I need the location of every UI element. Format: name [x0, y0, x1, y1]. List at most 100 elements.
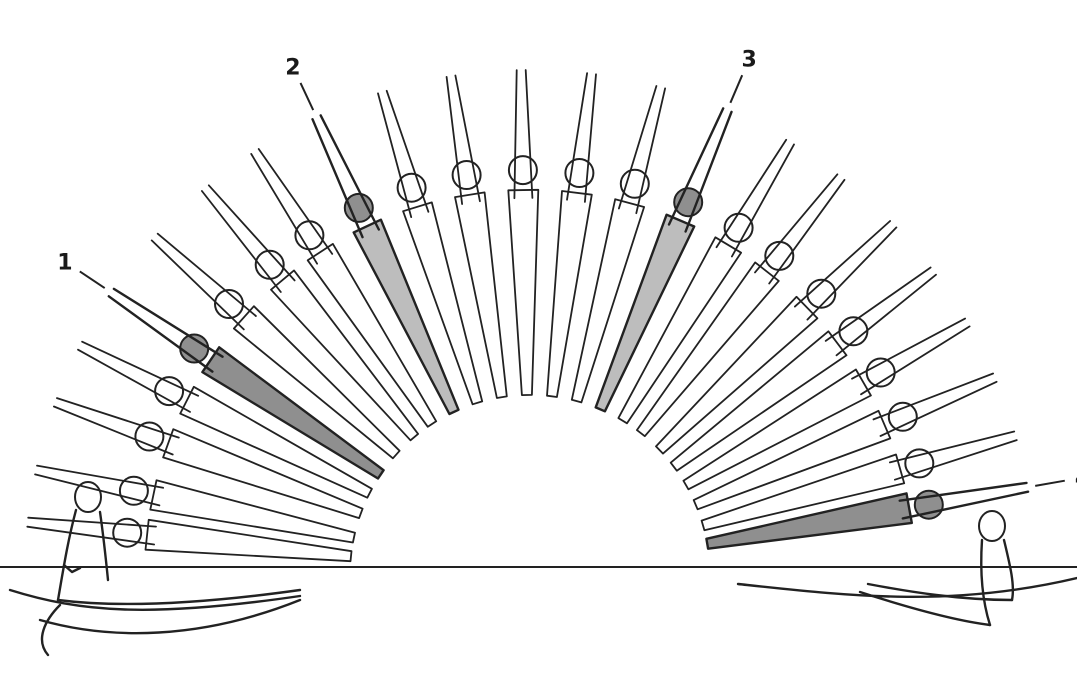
arm [618, 85, 658, 210]
body-outline [682, 368, 872, 491]
ghost-figure [445, 74, 508, 399]
mat-right [736, 576, 1077, 599]
arm [250, 152, 319, 265]
arm [377, 92, 413, 219]
arm [715, 138, 788, 249]
arm [566, 72, 588, 201]
marker-tick [1035, 479, 1065, 487]
body-outline [546, 190, 593, 398]
key-figure-layer [107, 107, 1030, 550]
head [134, 421, 165, 452]
body-outline [570, 198, 645, 404]
marker-layer: 1 2 3 4 [57, 48, 1077, 492]
arm [27, 516, 157, 528]
ghost-figure [200, 184, 419, 442]
arm [53, 405, 174, 456]
arm [824, 266, 932, 342]
body-outline [454, 191, 508, 399]
arm [684, 110, 733, 233]
ghost-figure [700, 430, 1018, 532]
ghost-figure [682, 317, 971, 491]
arm [894, 439, 1018, 481]
arm [851, 317, 966, 380]
body-outline [233, 305, 401, 460]
arm [56, 397, 180, 439]
ghost-figure [692, 372, 998, 511]
body-outline [507, 188, 540, 396]
head [806, 278, 837, 309]
body-outline [149, 479, 356, 544]
arm [731, 143, 795, 258]
body-outline [617, 236, 742, 425]
arm [835, 273, 937, 357]
key-figure-3 [594, 107, 733, 413]
arm [901, 490, 1030, 520]
body-outline [594, 213, 696, 413]
head [507, 155, 538, 186]
ghost-figure [669, 266, 937, 472]
body-outline [179, 385, 373, 499]
arm [77, 348, 191, 413]
end-seated-figure [858, 510, 1015, 627]
body-outline [669, 330, 848, 472]
ghost-figure-layer [26, 69, 1018, 563]
marker-label: 1 [57, 250, 72, 275]
arm [768, 178, 846, 285]
body-outline [201, 346, 385, 480]
ghost-figure [617, 138, 795, 425]
marker-4: 4 [1035, 467, 1077, 492]
ghost-figure [34, 464, 356, 544]
arm [26, 525, 156, 546]
arm [319, 114, 380, 231]
arm [889, 430, 1016, 464]
body-outline [402, 201, 484, 406]
marker-3: 3 [729, 48, 757, 104]
ghost-figure [150, 232, 401, 460]
arm [860, 325, 971, 396]
ghost-figure [655, 220, 898, 455]
arm [872, 372, 994, 421]
marker-label: 3 [742, 48, 757, 73]
head [904, 448, 935, 479]
marker-1: 1 [57, 250, 106, 289]
start-seated-figure [38, 481, 302, 657]
body-outline [692, 409, 892, 511]
arm [385, 89, 430, 213]
head [214, 289, 244, 319]
mat-left [8, 588, 302, 611]
ghost-figure [636, 173, 846, 438]
ghost-figure [570, 85, 666, 404]
arm [34, 473, 161, 507]
arm [454, 74, 481, 203]
body-outline [655, 295, 819, 455]
body-outline [306, 243, 438, 428]
ghost-figure [250, 148, 438, 428]
body-outline [270, 269, 419, 442]
marker-2: 2 [285, 56, 315, 111]
body-outline [636, 261, 780, 438]
arm [898, 481, 1028, 502]
arm [806, 226, 898, 321]
arm [112, 287, 224, 358]
marker-tick [729, 74, 744, 104]
body-outline [162, 428, 364, 519]
body-outline [700, 453, 906, 532]
arm [445, 76, 464, 205]
arm [207, 184, 296, 282]
ghost-figure [26, 516, 353, 563]
head [154, 376, 185, 407]
arm [794, 220, 891, 308]
arm [257, 148, 334, 255]
arm [36, 464, 165, 489]
arm [584, 73, 597, 203]
body-outline [705, 492, 913, 550]
marker-tick [79, 270, 106, 289]
arm [311, 117, 364, 239]
arm [754, 173, 839, 274]
body-outline [352, 218, 460, 416]
head [887, 401, 918, 432]
marker-tick [299, 82, 315, 111]
arm [524, 69, 534, 199]
